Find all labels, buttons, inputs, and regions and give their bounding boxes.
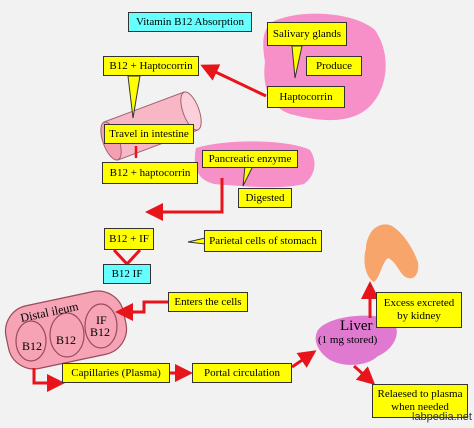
travel-in-intestine-label: Travel in intestine — [104, 124, 194, 144]
portal-circulation-label: Portal circulation — [192, 363, 292, 383]
callout-pointer-b12-hapto — [127, 75, 141, 119]
produce-label: Produce — [306, 56, 362, 76]
watermark: labpedia.net — [412, 411, 472, 423]
ileum-cell-b12-c: B12 — [90, 325, 111, 339]
kidney-shape — [364, 224, 419, 282]
b12-haptocorrin-box-2: B12 + haptocorrin — [102, 162, 198, 184]
ileum-cell-if: IF — [96, 313, 107, 327]
ileum-cell-b12-b: B12 — [56, 333, 77, 347]
haptocorrin-label: Haptocorrin — [267, 86, 345, 108]
pancreatic-enzyme-label: Pancreatic enzyme — [202, 150, 298, 168]
callout-pointer-salivary — [291, 45, 303, 79]
digested-label: Digested — [238, 188, 292, 208]
arrow-haptocorrin-to-b12 — [200, 64, 267, 98]
arrow-ileum-to-capillaries — [32, 368, 65, 392]
b12-haptocorrin-box-1: B12 + Haptocorrin — [103, 56, 199, 76]
released-to-plasma-label: Relaesed to plasma when needed — [372, 384, 468, 418]
excess-excreted-line1: Excess excreted — [383, 297, 455, 310]
capillaries-label: Capillaries (Plasma) — [62, 363, 170, 383]
arrow-digest-to-b12if — [145, 178, 224, 221]
arrow-b12if-to-b12if-box — [112, 248, 142, 267]
arrow-portal-to-liver — [291, 350, 317, 369]
b12-if-box: B12 + IF — [104, 228, 154, 250]
arrow-enters-to-ileum — [115, 300, 168, 321]
liver-stored-label: (1 mg stored) — [318, 334, 378, 346]
salivary-glands-label: Salivary glands — [267, 22, 347, 46]
ileum-cell-b12-a: B12 — [22, 339, 43, 353]
enters-cells-label: Enters the cells — [168, 292, 248, 312]
distal-ileum-shape — [4, 290, 128, 370]
b12-if-complex-box: B12 IF — [103, 264, 151, 284]
liver-label: Liver — [340, 318, 373, 334]
parietal-cells-label: Parietal cells of stomach — [204, 230, 322, 252]
diagram-title: Vitamin B12 Absorption — [128, 12, 252, 32]
excess-excreted-label: Excess excreted by kidney — [376, 292, 462, 328]
excess-excreted-line2: by kidney — [397, 310, 441, 322]
callout-pointer-parietal — [187, 237, 206, 245]
released-line1: Relaesed to plasma — [377, 388, 463, 401]
arrow-liver-to-released — [352, 364, 376, 386]
released-line2: when needed — [391, 401, 449, 413]
